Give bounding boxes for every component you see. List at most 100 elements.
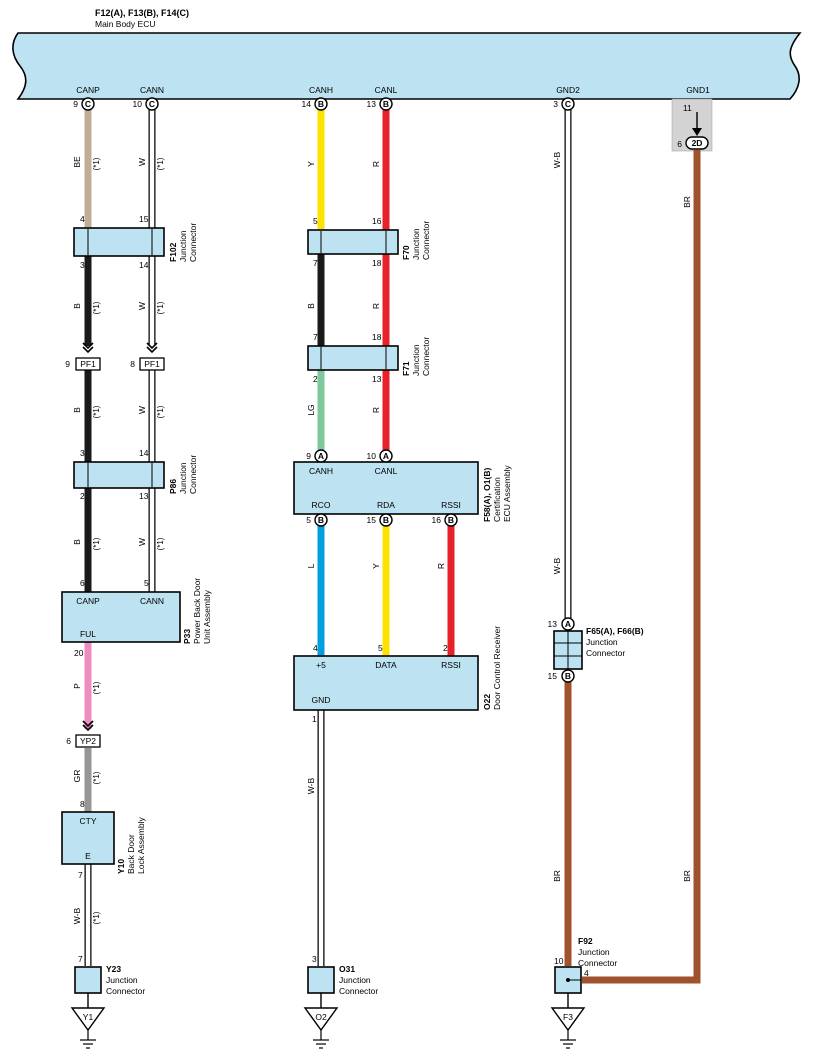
svg-text:20: 20 (74, 648, 84, 658)
junction-connector-f65: A 13 B 15 F65(A), F66(B) Junction Connec… (548, 617, 644, 683)
svg-text:CANP: CANP (76, 596, 100, 606)
wire-color-labels: BE (*1) W (*1) B (*1) W (*1) B (*1) W (*… (72, 151, 692, 924)
ground-y1-icon: Y1 (70, 1007, 106, 1049)
svg-text:Junction: Junction (411, 228, 421, 260)
svg-text:B: B (383, 515, 389, 525)
svg-text:5: 5 (378, 643, 383, 653)
svg-text:BE: BE (72, 156, 82, 168)
power-back-door-unit-p33: 6 5 CANP CANN FUL 20 P33 Power Back Door… (61, 578, 212, 658)
svg-text:2D: 2D (692, 138, 703, 148)
svg-text:GND: GND (312, 695, 331, 705)
ecu-name-label: Main Body ECU (95, 19, 155, 29)
svg-text:CANH: CANH (309, 466, 333, 476)
svg-text:BR: BR (682, 870, 692, 882)
ecu-pin-gnd2: GND2 (556, 85, 580, 95)
svg-text:Junction: Junction (411, 344, 421, 376)
svg-text:5: 5 (144, 578, 149, 588)
door-control-receiver-o22: 4 5 2 +5 DATA RSSI GND 1 O22 Door Contro… (293, 626, 502, 724)
svg-text:Connector: Connector (421, 221, 431, 260)
svg-text:5: 5 (306, 515, 311, 525)
svg-text:F3: F3 (563, 1012, 573, 1022)
svg-text:B: B (318, 515, 324, 525)
svg-text:Back Door: Back Door (126, 834, 136, 874)
svg-text:B: B (72, 303, 82, 309)
svg-text:(*1): (*1) (92, 301, 101, 314)
svg-text:B: B (72, 539, 82, 545)
svg-text:10: 10 (554, 956, 564, 966)
svg-text:F71: F71 (401, 361, 411, 376)
junction-connector-o31: 3 O31 Junction Connector (307, 954, 378, 1008)
svg-text:13: 13 (548, 619, 558, 629)
svg-text:ECU Assembly: ECU Assembly (502, 465, 512, 522)
svg-text:15: 15 (548, 671, 558, 681)
ecu-pin-cann: CANN (140, 85, 164, 95)
svg-text:Y: Y (306, 161, 316, 167)
svg-text:RDA: RDA (377, 500, 395, 510)
svg-text:Certification: Certification (492, 477, 502, 522)
svg-text:3: 3 (312, 954, 317, 964)
svg-text:Connector: Connector (578, 958, 617, 968)
junction-connector-f102: 4 15 3 14 F102 Junction Connector (73, 214, 198, 270)
ecu-pin-canp: CANP (76, 85, 100, 95)
svg-text:3: 3 (553, 99, 558, 109)
svg-text:PF1: PF1 (144, 359, 160, 369)
ecu-pin-canh: CANH (309, 85, 333, 95)
svg-text:DATA: DATA (375, 660, 397, 670)
svg-text:F102: F102 (168, 242, 178, 262)
svg-text:C: C (149, 99, 155, 109)
inline-connector-pf1: PF1 9 PF1 8 (65, 342, 165, 371)
svg-text:E: E (85, 851, 91, 861)
svg-text:4: 4 (584, 968, 589, 978)
svg-text:F58(A), O1(B): F58(A), O1(B) (482, 468, 492, 522)
svg-text:13: 13 (372, 374, 382, 384)
svg-text:GR: GR (72, 770, 82, 783)
junction-connector-p86: 3 14 2 13 P86 Junction Connector (73, 448, 198, 501)
svg-text:RCO: RCO (312, 500, 331, 510)
svg-text:B: B (448, 515, 454, 525)
svg-text:B: B (318, 99, 324, 109)
svg-text:1: 1 (312, 714, 317, 724)
svg-text:B: B (383, 99, 389, 109)
junction-connector-f70: 5 16 7 18 F70 Junction Connector (307, 216, 431, 268)
svg-text:18: 18 (372, 332, 382, 342)
svg-text:CTY: CTY (80, 816, 97, 826)
svg-text:W-B: W-B (72, 907, 82, 924)
svg-text:15: 15 (139, 214, 149, 224)
svg-text:(*1): (*1) (92, 537, 101, 550)
svg-text:Junction: Junction (578, 947, 610, 957)
certification-ecu-f58: A 9 A 10 CANH CANL RCO RDA RSSI B 5 B 15… (293, 449, 512, 527)
svg-text:P33: P33 (182, 629, 192, 644)
svg-text:RSSI: RSSI (441, 660, 461, 670)
svg-text:3: 3 (80, 448, 85, 458)
svg-text:O31: O31 (339, 964, 355, 974)
svg-text:10: 10 (367, 451, 377, 461)
back-door-lock-y10: 8 CTY E 7 Y10 Back Door Lock Assembly (61, 799, 146, 880)
svg-text:Lock Assembly: Lock Assembly (136, 817, 146, 874)
svg-text:16: 16 (432, 515, 442, 525)
svg-text:W: W (137, 302, 147, 310)
svg-text:8: 8 (130, 359, 135, 369)
svg-text:Y: Y (371, 563, 381, 569)
ecu-pin-gnd1: GND1 (686, 85, 710, 95)
ground-f3-icon: F3 (550, 1007, 586, 1049)
svg-text:5: 5 (313, 216, 318, 226)
ecu-pin-canl: CANL (375, 85, 398, 95)
svg-text:Connector: Connector (188, 223, 198, 262)
svg-text:(*1): (*1) (92, 681, 101, 694)
svg-text:(*1): (*1) (92, 405, 101, 418)
svg-text:Junction: Junction (586, 637, 618, 647)
svg-text:7: 7 (313, 332, 318, 342)
svg-text:14: 14 (302, 99, 312, 109)
svg-text:Junction: Junction (106, 975, 138, 985)
svg-text:R: R (436, 563, 446, 569)
svg-text:(*1): (*1) (156, 301, 165, 314)
svg-text:PF1: PF1 (80, 359, 96, 369)
svg-text:BR: BR (552, 870, 562, 882)
svg-text:Y23: Y23 (106, 964, 121, 974)
svg-text:9: 9 (65, 359, 70, 369)
svg-text:Connector: Connector (188, 455, 198, 494)
svg-text:Power Back Door: Power Back Door (192, 578, 202, 644)
svg-text:8: 8 (80, 799, 85, 809)
svg-text:B: B (565, 671, 571, 681)
